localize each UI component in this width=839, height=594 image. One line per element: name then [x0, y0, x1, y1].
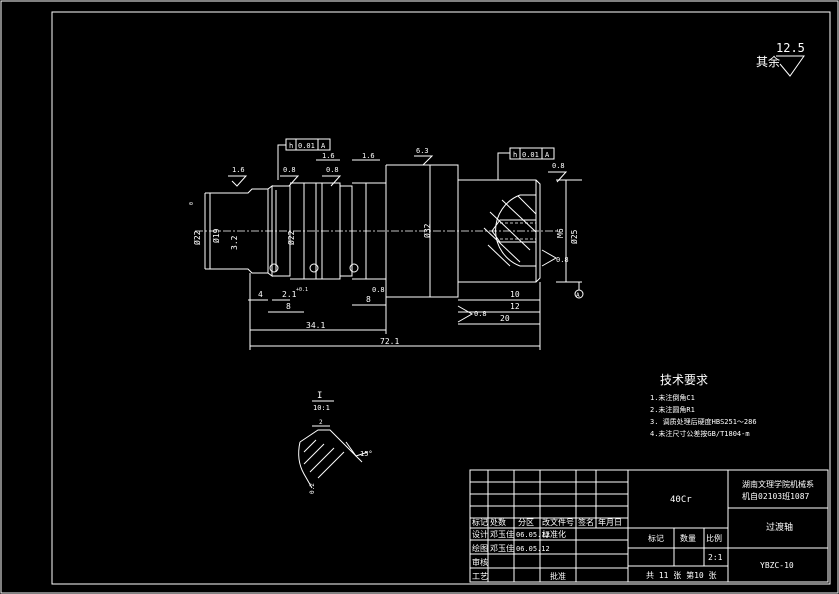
svg-text:h: h	[289, 142, 293, 150]
tech-title: 技术要求	[660, 373, 708, 387]
tb-hdr-date: 年月日	[598, 517, 622, 527]
tb-part-name: 过渡轴	[766, 521, 793, 533]
roughness-other-label: 其余	[756, 54, 780, 69]
tb-sheets: 共 11 张 第10 张	[646, 570, 717, 580]
inner-frame	[51, 11, 831, 585]
tb-approve-label: 批准	[550, 571, 566, 581]
svg-text:0.8: 0.8	[326, 166, 339, 174]
detail-r: 0.2	[309, 483, 316, 494]
dim-10: 10	[510, 290, 520, 299]
tech-item-4: 4.未注尺寸公差按GB/T1804-m	[650, 429, 750, 438]
dim-d25: Ø25	[569, 229, 579, 244]
tech-item-2: 2.未注圆角R1	[650, 405, 695, 414]
tolerance-frame-1: h 0.01 A	[277, 138, 331, 180]
dim-d22-mid: Ø22	[286, 230, 296, 245]
svg-text:h: h	[513, 151, 517, 159]
tb-material: 40Cr	[670, 495, 692, 505]
tb-drawing-no: YBZC-10	[760, 561, 794, 570]
dim-2-1-tol: +0.1	[296, 287, 308, 293]
roughness-other-symbol	[776, 55, 805, 77]
dim-72-1: 72.1	[380, 337, 399, 346]
svg-text:0.8: 0.8	[474, 310, 487, 318]
tb-draw-label: 绘图	[472, 543, 488, 553]
dim-d32: Ø32	[422, 223, 432, 238]
dim-8b: 8	[366, 295, 371, 304]
tb-school-line2: 机自02103班1087	[742, 491, 810, 501]
svg-text:A: A	[321, 142, 326, 150]
svg-text:0.8: 0.8	[283, 166, 296, 174]
dim-top-1-6b: 1.6	[362, 152, 375, 160]
detail-dim-2: 2	[319, 419, 323, 426]
roughness-other-value: 12.5	[776, 41, 805, 55]
tb-scale-label: 比例	[706, 533, 722, 543]
tb-draw-name: 邓玉佳	[490, 543, 514, 553]
svg-text:0.8: 0.8	[372, 286, 385, 294]
tech-item-1: 1.未注倒角C1	[650, 393, 695, 402]
title-block	[469, 469, 829, 583]
dim-3-2: 3.2	[230, 235, 239, 250]
detail-scale: 10:1	[313, 404, 330, 412]
dim-d22-left-tol: 0	[189, 202, 195, 205]
svg-text:0.01: 0.01	[522, 151, 539, 159]
tb-design-name: 邓玉佳	[490, 529, 514, 539]
detail-num: I	[317, 391, 322, 401]
tb-hdr-doc: 改文件号	[542, 517, 574, 527]
datum-label: A	[576, 292, 580, 299]
tb-scale-value: 2:1	[708, 553, 723, 562]
dim-2-1: 2.1	[282, 290, 297, 299]
tb-hdr-zone: 分区	[518, 518, 534, 527]
dim-34-1: 34.1	[306, 321, 325, 330]
tb-hdr-count: 处数	[490, 517, 506, 527]
tolerance-frame-2: h 0.01 A	[497, 147, 555, 180]
tech-item-3: 3. 调质处理后硬度HBS251～286	[650, 417, 757, 426]
dim-d19: Ø19	[211, 228, 221, 243]
svg-text:0.8: 0.8	[552, 162, 565, 170]
dim-m6: M6	[556, 228, 565, 238]
svg-text:0.01: 0.01	[298, 142, 315, 150]
tb-hdr-mark: 标记	[472, 517, 488, 527]
tb-std-label: 标准化	[542, 529, 566, 539]
tb-design-label: 设计	[472, 529, 488, 539]
tb-mark-label: 标记	[648, 533, 664, 543]
dim-8a: 8	[286, 302, 291, 311]
svg-text:6.3: 6.3	[416, 147, 429, 155]
dim-d22-left: Ø22	[192, 230, 202, 245]
tb-hdr-sign: 签名	[578, 517, 594, 527]
svg-text:A: A	[545, 151, 550, 159]
dim-4: 4	[258, 290, 263, 299]
tb-draw-date: 06.05.12	[516, 545, 550, 553]
shaft-outline	[204, 164, 541, 298]
tb-review-label: 审核	[472, 557, 488, 567]
dim-12: 12	[510, 302, 520, 311]
detail-angle: 15°	[360, 450, 373, 458]
roughness-marks: 1.6 0.8 0.8 6.3 0.8 0.8 0.8 0.8	[228, 147, 569, 323]
dim-top-1-6a: 1.6	[322, 152, 335, 160]
svg-text:1.6: 1.6	[232, 166, 245, 174]
detail-view	[298, 425, 369, 489]
tb-qty-label: 数量	[680, 533, 696, 543]
svg-text:0.8: 0.8	[556, 256, 569, 264]
dim-20: 20	[500, 314, 510, 323]
dim-lines	[248, 273, 541, 350]
tb-design-date: 06.05.12	[516, 531, 550, 539]
tb-school-line1: 湖南文理学院机械系	[742, 479, 814, 489]
tb-process-label: 工艺	[472, 572, 488, 581]
